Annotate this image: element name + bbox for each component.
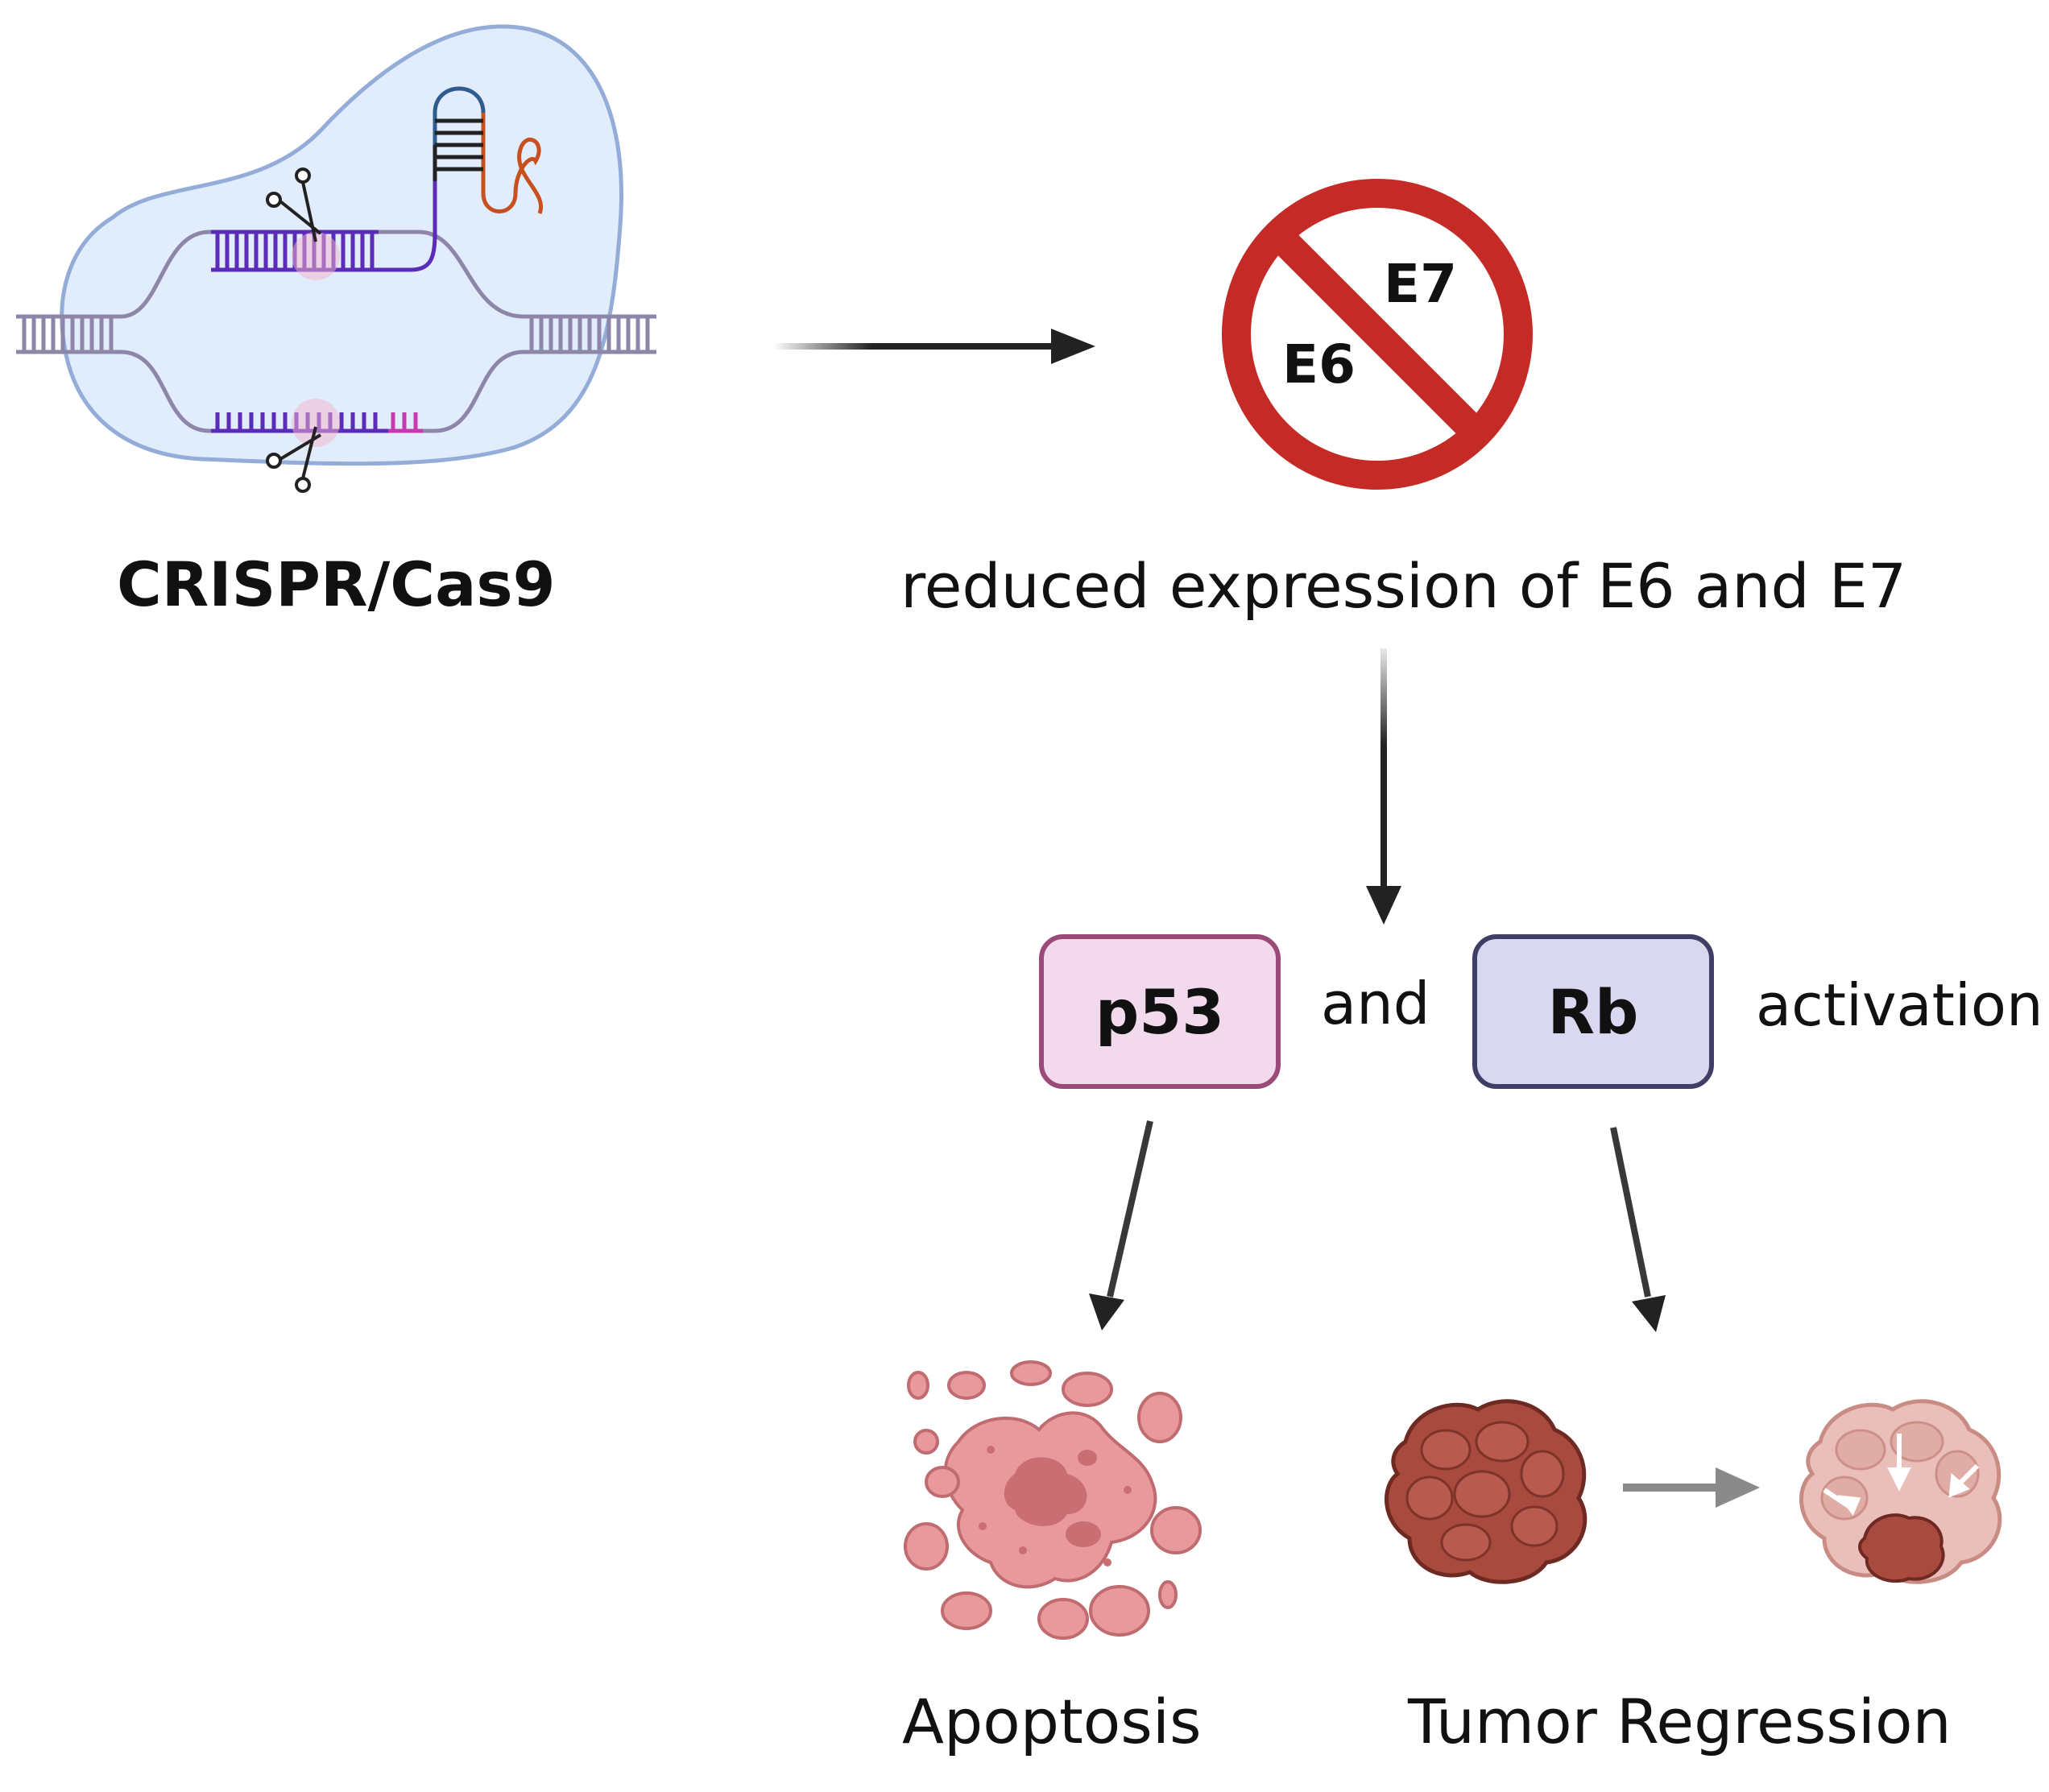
prohibition-ring <box>1222 179 1533 490</box>
tumor-regression-label: Tumor Regression <box>1408 1686 1952 1757</box>
crispr-cas9-label: CRISPR/Cas9 <box>117 548 556 620</box>
condensed-nucleus <box>1004 1457 1087 1526</box>
cell-fragment <box>904 1522 949 1571</box>
cell-fragment <box>1062 1372 1113 1407</box>
arrow-p53-to-apoptosis <box>1089 1120 1153 1331</box>
cell-fragment <box>1037 1598 1089 1640</box>
arrow-inhibition-to-activation <box>1366 648 1401 925</box>
scissors-icon <box>266 168 322 242</box>
cell-fragment <box>913 1429 939 1455</box>
dna-duplex-left <box>16 314 121 354</box>
cell-fragment <box>925 1466 960 1498</box>
pam-sequence <box>388 412 423 433</box>
cell-fragment <box>1010 1360 1052 1386</box>
sgrna-hairpin <box>433 86 544 214</box>
prohibition-slash <box>1270 227 1484 441</box>
cut-site-glow-bottom <box>292 399 340 447</box>
regressed-tumor-illustration <box>1799 1399 2002 1584</box>
scissors-icon <box>266 426 322 493</box>
arrow-tumor-shrink <box>1623 1467 1760 1508</box>
nucleus-fragment <box>1078 1450 1097 1466</box>
gene-e7-label: E7 <box>1384 253 1457 315</box>
arrow-rb-to-tumor-regression <box>1610 1127 1666 1332</box>
shrunken-tumor <box>1858 1513 1945 1583</box>
p53-label: p53 <box>1095 975 1225 1048</box>
cell-fragment <box>907 1371 929 1400</box>
cell-fragment <box>941 1591 992 1630</box>
nucleus-fragment <box>1066 1521 1101 1547</box>
rb-box: Rb <box>1472 934 1714 1089</box>
apoptosis-label: Apoptosis <box>902 1686 1202 1757</box>
activation-label: activation <box>1756 971 2043 1039</box>
and-label: and <box>1321 970 1430 1037</box>
cell-fragment <box>1089 1585 1150 1637</box>
cell-fragment <box>1150 1506 1202 1554</box>
rb-label: Rb <box>1547 975 1639 1048</box>
prohibited-icon: E7 E6 <box>1222 179 1533 490</box>
crispr-cas9-illustration <box>16 24 656 493</box>
cell-fragment <box>947 1371 986 1400</box>
cut-site-glow-top <box>292 232 340 280</box>
reduced-expression-label: reduced expression of E6 and E7 <box>900 550 1907 622</box>
gene-e6-label: E6 <box>1282 333 1356 395</box>
cell-fragment <box>1137 1392 1182 1443</box>
tumor-illustration <box>1385 1399 1587 1584</box>
arrow-crispr-to-inhibition <box>773 329 1095 364</box>
cell-fragment <box>1158 1580 1178 1609</box>
apoptotic-cell-illustration <box>904 1360 1202 1640</box>
p53-box: p53 <box>1039 934 1281 1089</box>
dna-top-strand <box>120 230 524 319</box>
dna-duplex-right <box>524 314 656 354</box>
